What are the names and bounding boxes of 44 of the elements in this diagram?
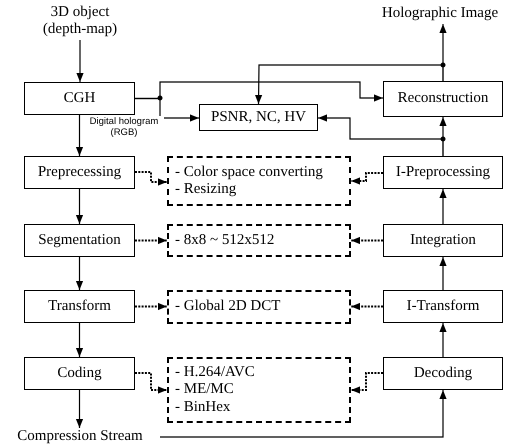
arrow	[76, 115, 84, 156]
list-item: - BinHex	[175, 398, 230, 416]
arrow	[135, 81, 383, 102]
process-box: I-Transform	[383, 290, 503, 323]
process-box: Transform	[24, 290, 135, 323]
node-text: 3D object (depth-map)	[30, 2, 130, 40]
arrow	[351, 372, 383, 394]
arrow	[318, 114, 444, 156]
arrow	[160, 390, 447, 438]
arrow	[439, 189, 447, 224]
process-box: Reconstruction	[383, 81, 503, 117]
process-box: Preprecessing	[24, 156, 135, 189]
dashed-box: - Global 2D DCT	[167, 290, 351, 324]
arrow	[351, 236, 383, 244]
dashed-box	[167, 156, 351, 206]
list-item: - Resizing	[175, 181, 236, 198]
arrow	[135, 372, 167, 394]
arrow	[76, 390, 84, 428]
process-box: Segmentation	[24, 224, 135, 257]
arrow	[351, 172, 383, 185]
process-box: I-Preprocessing	[383, 156, 503, 189]
arrow	[76, 323, 84, 357]
list-item: - Color space converting	[175, 164, 323, 181]
arrow	[439, 323, 447, 357]
process-box: Decoding	[383, 357, 503, 390]
list-item: - ME/MC	[175, 381, 234, 399]
arrow	[351, 302, 383, 310]
arrow	[135, 236, 167, 244]
dashed-box: - 8x8 ~ 512x512	[167, 224, 351, 257]
process-box: Coding	[24, 357, 135, 390]
arrow	[76, 189, 84, 224]
arrow	[135, 171, 167, 186]
node-text: Holographic Image	[372, 4, 508, 24]
process-box: PSNR, NC, HV	[199, 104, 318, 131]
process-box: Integration	[383, 224, 503, 257]
arrow	[76, 40, 84, 82]
arrow	[135, 302, 167, 310]
arrow	[255, 64, 444, 104]
node-text: Compression Stream	[6, 428, 154, 445]
arrow	[439, 257, 447, 290]
process-box: CGH	[24, 82, 135, 115]
arrow	[76, 257, 84, 290]
list-item: - H.264/AVC	[175, 364, 255, 382]
dashed-box	[167, 357, 351, 423]
